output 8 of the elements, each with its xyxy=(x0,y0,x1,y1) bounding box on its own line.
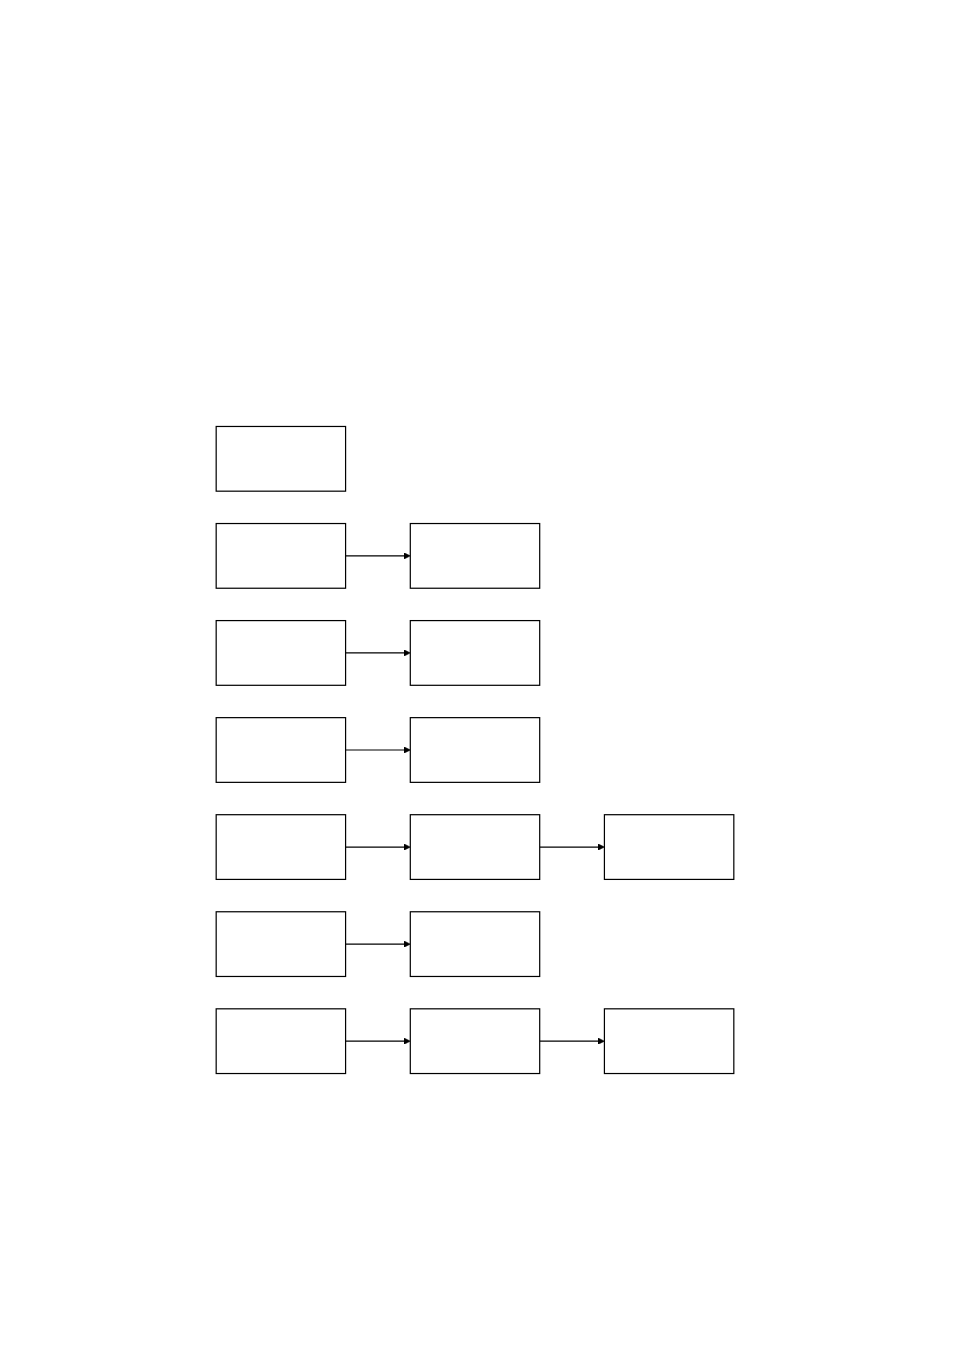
arrow xyxy=(345,746,411,754)
arrow xyxy=(539,843,605,851)
arrow xyxy=(345,843,411,851)
arrow xyxy=(345,552,411,560)
arrow xyxy=(345,1037,411,1045)
arrow xyxy=(345,649,411,657)
arrow xyxy=(539,1037,605,1045)
arrow xyxy=(345,940,411,948)
